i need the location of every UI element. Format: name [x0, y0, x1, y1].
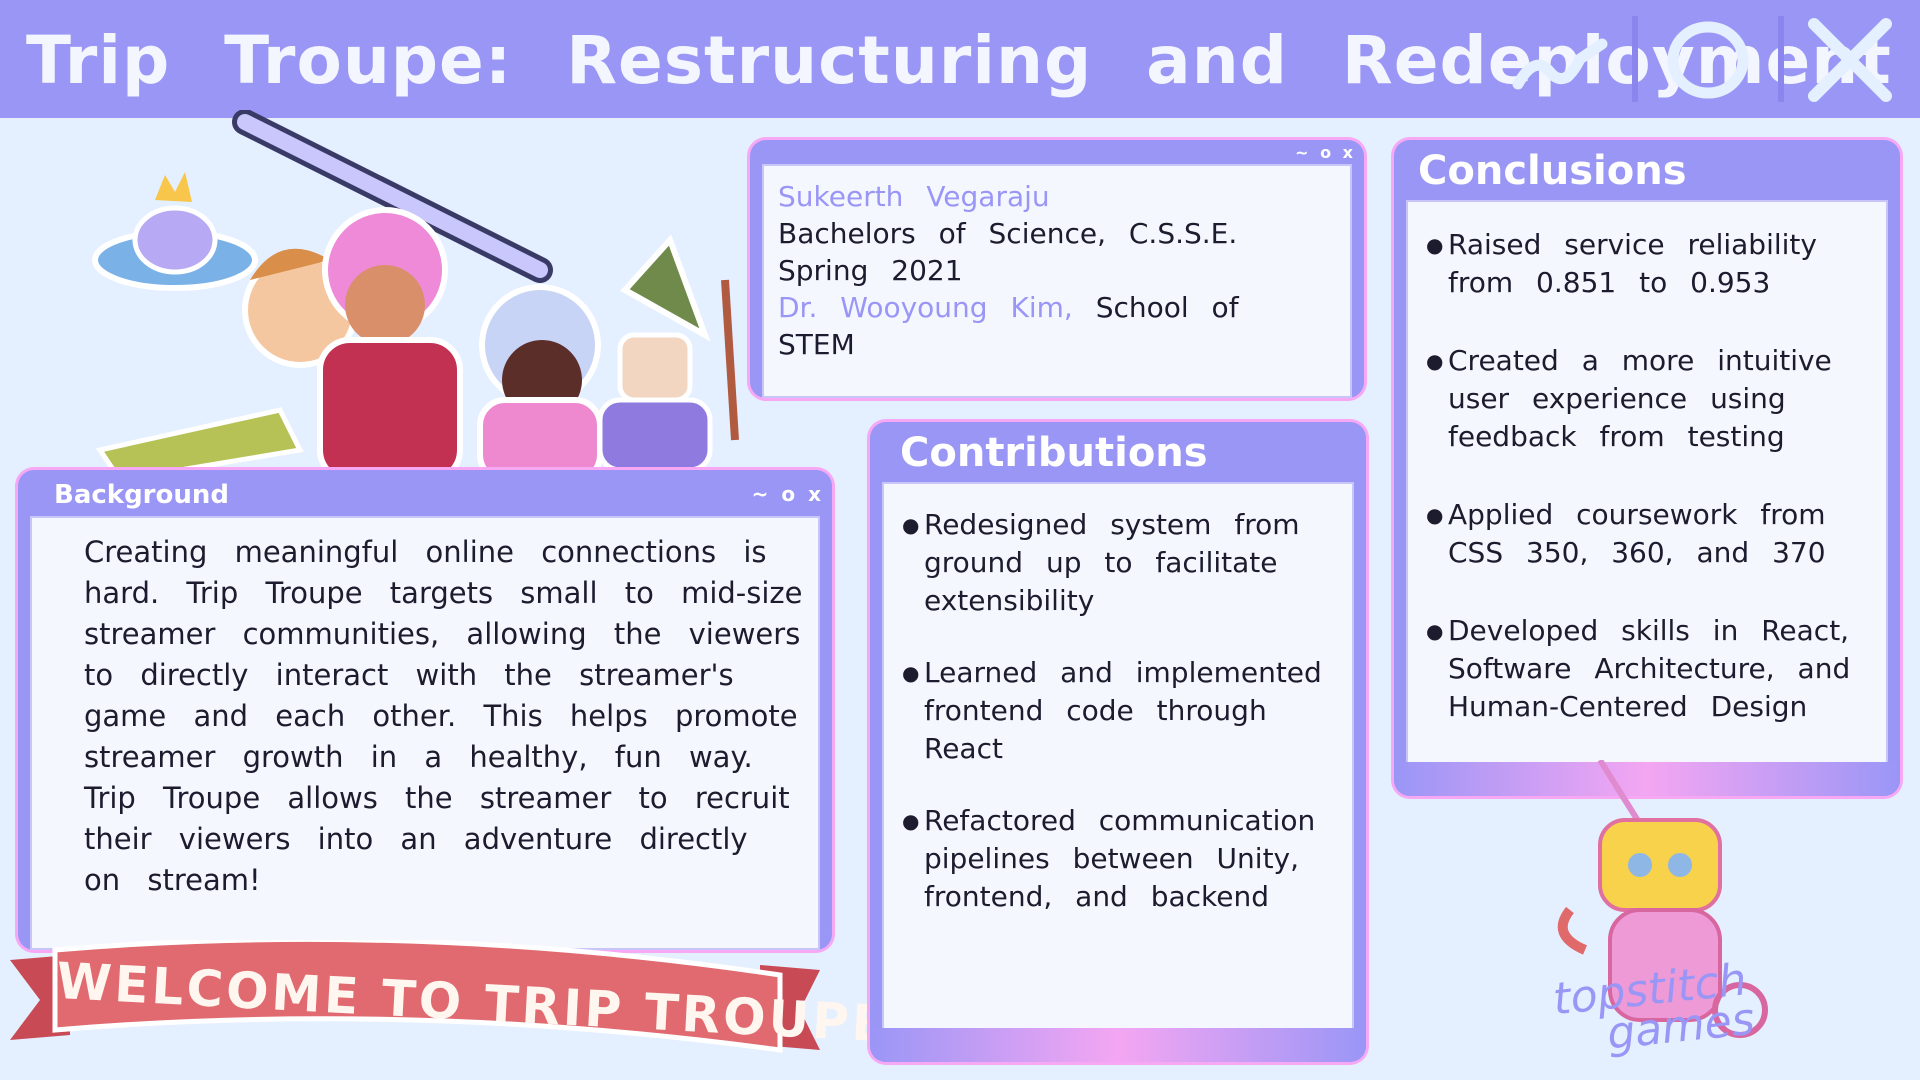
list-item: ●Redesigned system from ground up to fac…: [902, 508, 1300, 617]
conclusions-window: Conclusions ●Raised service reliability …: [1394, 140, 1900, 796]
background-title: Background: [54, 480, 229, 510]
window-footer: [870, 1028, 1366, 1062]
divider: [1632, 16, 1638, 102]
background-window: Background ~ o x Creating meaningful onl…: [18, 470, 832, 950]
author-name: Sukeerth Vegaraju: [778, 180, 1050, 213]
list-item: ●Developed skills in React, Software Arc…: [1426, 614, 1851, 723]
list-item: ●Applied coursework from CSS 350, 360, a…: [1426, 498, 1826, 569]
poster-title: Trip Troupe: Restructuring and Redeploym…: [26, 22, 1892, 99]
list-item: ●Learned and implemented frontend code t…: [902, 656, 1322, 765]
window-controls-mini: ~ o x: [751, 482, 824, 506]
minimize-icon[interactable]: [1510, 14, 1610, 104]
title-bar: Trip Troupe: Restructuring and Redeploym…: [0, 0, 1920, 118]
welcome-banner: [10, 940, 820, 1053]
window-footer: [1394, 762, 1900, 796]
advisor-name: Dr. Wooyoung Kim,: [778, 291, 1073, 324]
author-term: Spring 2021: [778, 254, 963, 287]
list-item: ●Created a more intuitive user experienc…: [1426, 344, 1832, 453]
list-item: ●Refactored communication pipelines betw…: [902, 804, 1316, 913]
contributions-window: Contributions ●Redesigned system from gr…: [870, 422, 1366, 1062]
characters-illustration: [92, 110, 739, 480]
author-degree: Bachelors of Science, C.S.S.E.: [778, 217, 1238, 250]
conclusions-title: Conclusions: [1418, 148, 1687, 194]
contributions-title: Contributions: [900, 430, 1208, 476]
background-text: Creating meaningful online connections i…: [84, 535, 803, 897]
window-controls-mini: ~ o x: [1295, 143, 1356, 162]
author-window: ~ o x Sukeerth Vegaraju Bachelors of Sci…: [750, 140, 1364, 398]
close-icon[interactable]: [1800, 14, 1900, 104]
company-logo: topstitch games: [1551, 954, 1757, 1060]
list-item: ●Raised service reliability from 0.851 t…: [1426, 228, 1817, 299]
robot-mascot: [1557, 760, 1768, 1038]
circle-icon[interactable]: [1658, 14, 1758, 104]
school-name: School of STEM: [778, 291, 1239, 361]
divider: [1778, 16, 1784, 102]
